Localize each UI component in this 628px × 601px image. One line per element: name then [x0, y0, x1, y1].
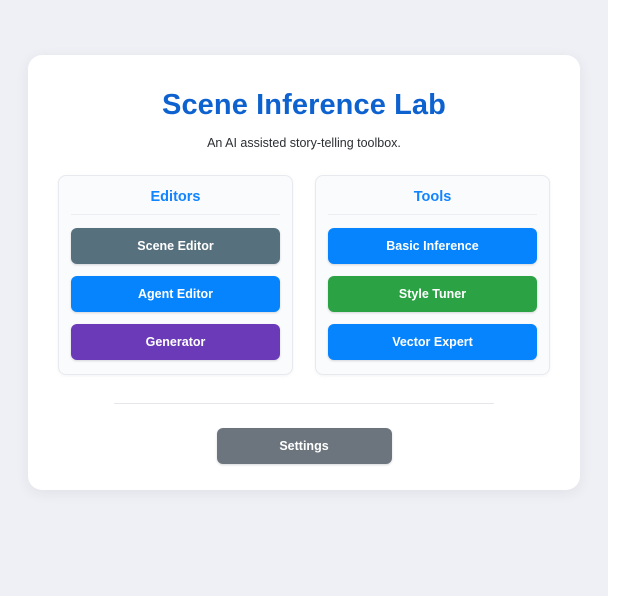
scene-editor-button[interactable]: Scene Editor — [71, 228, 280, 264]
bottom-gutter — [0, 596, 628, 601]
app-panel: Scene Inference Lab An AI assisted story… — [28, 55, 580, 490]
footer-actions: Settings — [28, 404, 580, 464]
right-gutter — [608, 0, 628, 601]
group-card-tools: Tools Basic Inference Style Tuner Vector… — [315, 175, 550, 375]
page-title: Scene Inference Lab — [162, 89, 446, 121]
footer-divider — [114, 403, 494, 404]
agent-editor-button[interactable]: Agent Editor — [71, 276, 280, 312]
generator-button[interactable]: Generator — [71, 324, 280, 360]
vector-expert-button[interactable]: Vector Expert — [328, 324, 537, 360]
group-title-editors: Editors — [71, 186, 280, 215]
style-tuner-button[interactable]: Style Tuner — [328, 276, 537, 312]
settings-button[interactable]: Settings — [216, 428, 392, 464]
basic-inference-button[interactable]: Basic Inference — [328, 228, 537, 264]
group-card-editors: Editors Scene Editor Agent Editor Genera… — [58, 175, 293, 375]
group-title-tools: Tools — [328, 186, 537, 215]
page-subtitle: An AI assisted story-telling toolbox. — [207, 136, 401, 150]
group-container: Editors Scene Editor Agent Editor Genera… — [28, 150, 580, 375]
page-background: Scene Inference Lab An AI assisted story… — [0, 0, 608, 596]
